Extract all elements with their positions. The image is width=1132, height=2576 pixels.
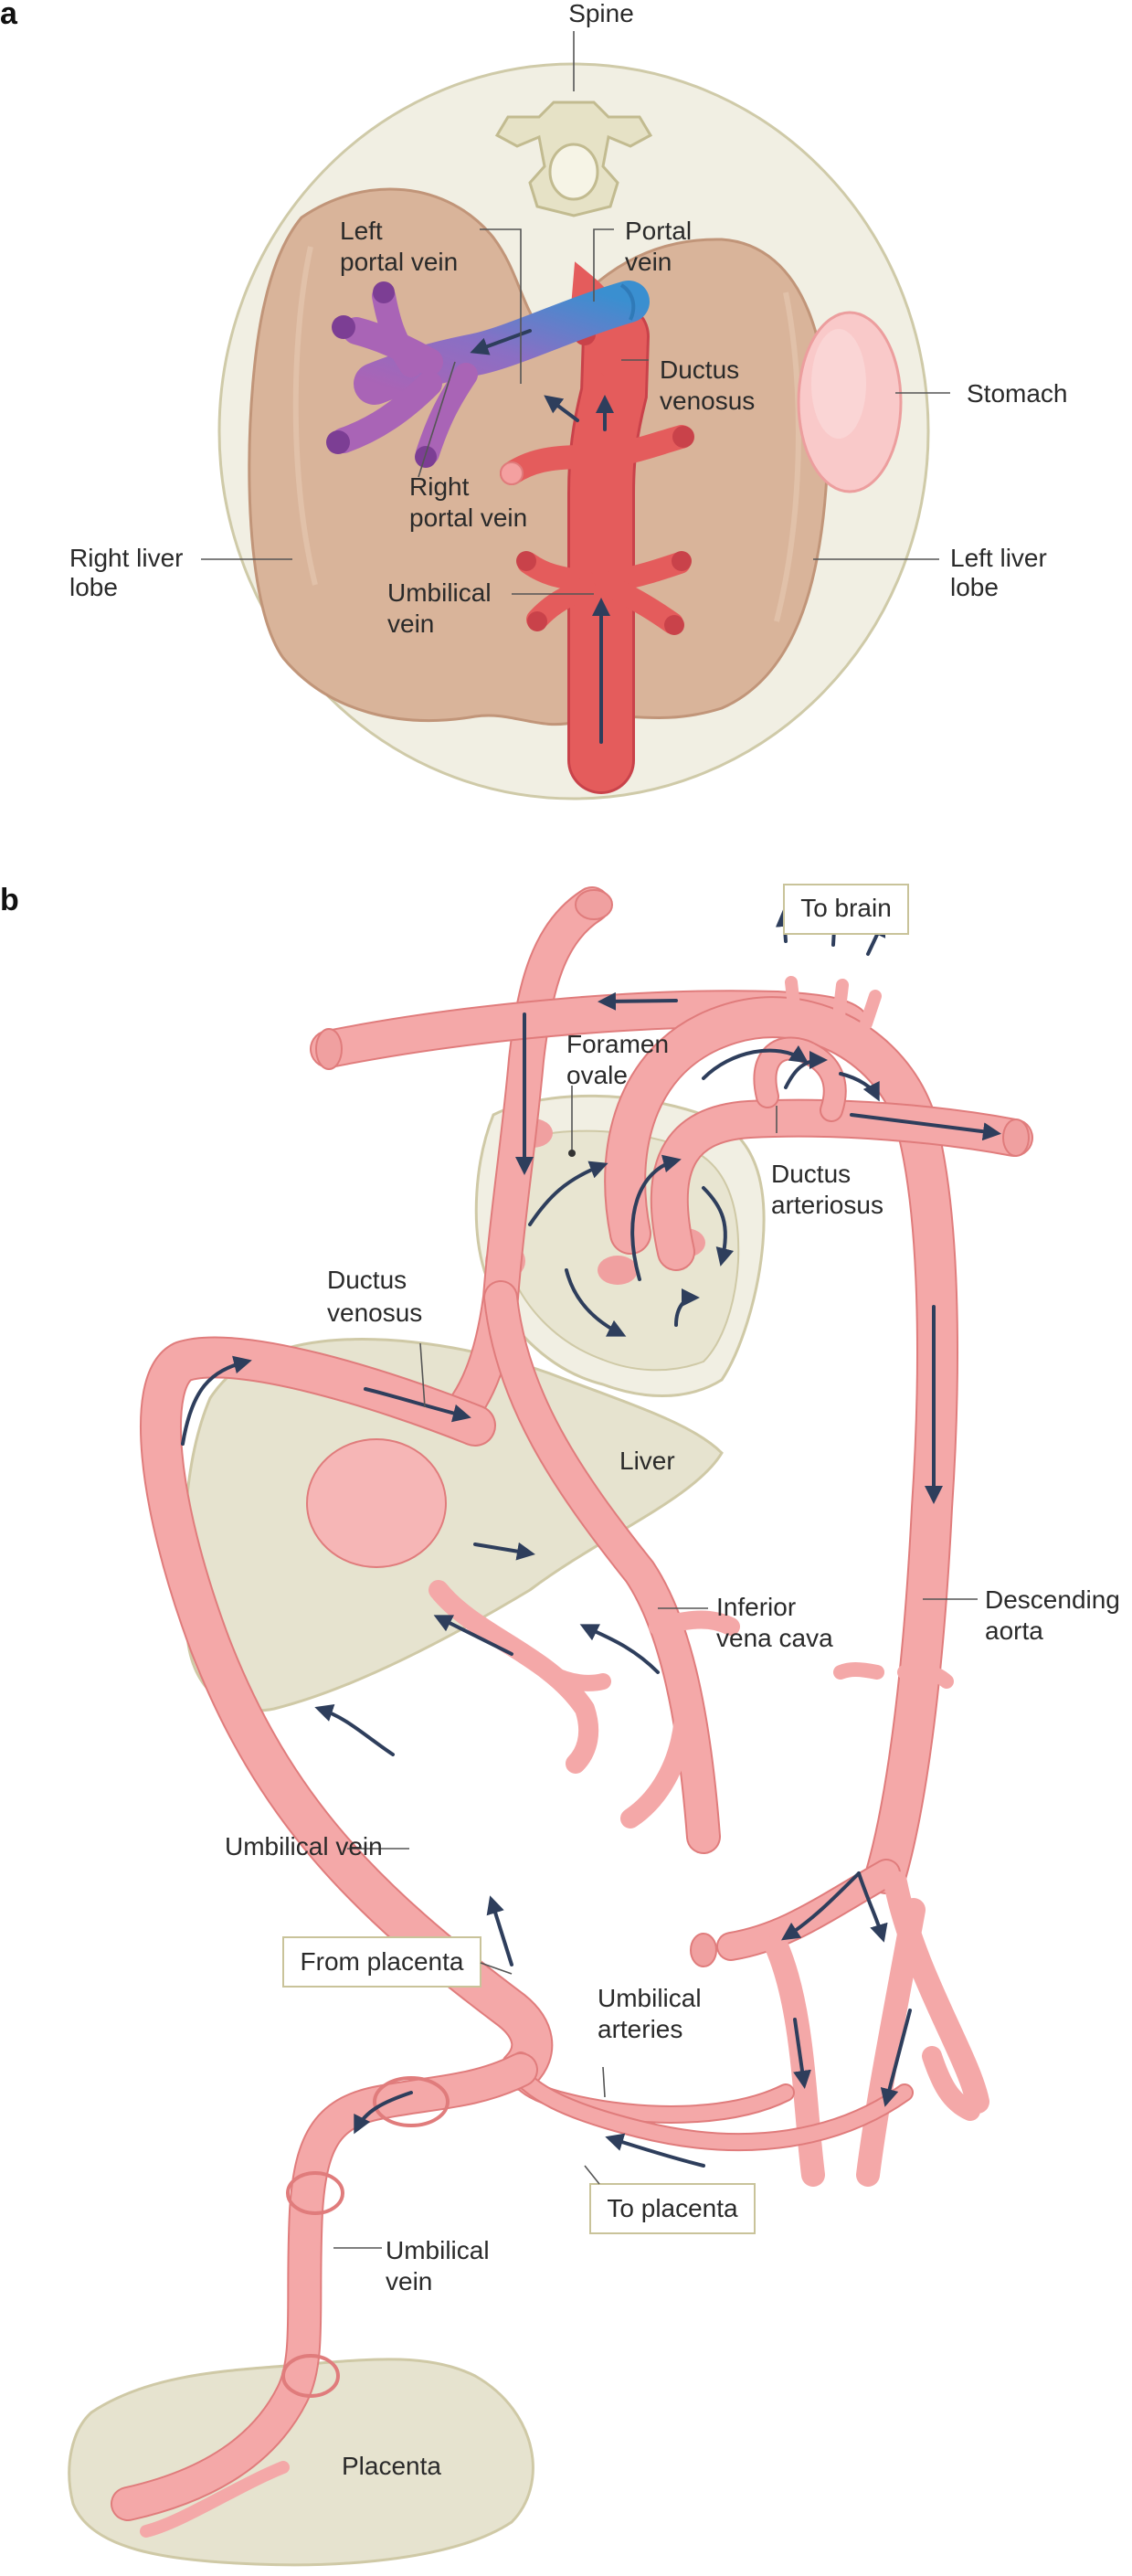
- label-right-liver-lobe-1: Right liver: [69, 544, 183, 572]
- label-left-portal-vein-1: Left: [340, 217, 383, 245]
- label-umbilical-vein-lower-1: Umbilical: [386, 2236, 490, 2264]
- label-inferior-vena-cava-2: vena cava: [716, 1624, 833, 1652]
- leaders-a: [201, 31, 950, 595]
- label-left-liver-lobe-2: lobe: [950, 573, 999, 601]
- panel-a-letter: a: [0, 0, 18, 31]
- label-ductus-arteriosus-1: Ductus: [771, 1160, 851, 1188]
- label-ductus-venosus-a-1: Ductus: [660, 355, 739, 384]
- label-right-portal-vein-1: Right: [409, 472, 470, 501]
- from-placenta-box: [282, 1936, 481, 1988]
- leaders-b: [333, 1086, 978, 2249]
- label-ductus-venosus-a-2: venosus: [660, 387, 755, 415]
- label-from-placenta: From placenta: [301, 1947, 464, 1976]
- label-left-liver-lobe-1: Left liver: [950, 544, 1047, 572]
- label-spine: Spine: [568, 0, 634, 27]
- label-foramen-ovale-1: Foramen: [566, 1030, 669, 1058]
- label-descending-aorta-1: Descending: [985, 1585, 1120, 1614]
- label-foramen-ovale-2: ovale: [566, 1061, 628, 1089]
- to-brain-box: [783, 884, 909, 935]
- portal-vein-a: [326, 281, 650, 468]
- label-stomach: Stomach: [967, 379, 1068, 408]
- label-umbilical-arteries-2: arteries: [598, 2015, 682, 2043]
- spine-vertebra: [494, 101, 653, 217]
- panel-b-letter: b: [0, 883, 19, 917]
- to-placenta-box: [589, 2183, 756, 2234]
- label-inferior-vena-cava-1: Inferior: [716, 1593, 796, 1621]
- label-placenta: Placenta: [342, 2452, 441, 2480]
- label-umbilical-arteries-1: Umbilical: [598, 1984, 702, 2012]
- label-portal-vein-1: Portal: [625, 217, 692, 245]
- label-ductus-venosus-b-2: venosus: [327, 1299, 422, 1327]
- label-umbilical-vein-upper: Umbilical vein: [225, 1832, 383, 1860]
- label-umbilical-vein-lower-2: vein: [386, 2267, 432, 2295]
- label-right-portal-vein-2: portal vein: [409, 504, 527, 532]
- stomach-organ: [797, 311, 903, 493]
- label-descending-aorta-2: aorta: [985, 1617, 1043, 1645]
- label-portal-vein-2: vein: [625, 248, 672, 276]
- label-left-portal-vein-2: portal vein: [340, 248, 458, 276]
- label-to-brain: To brain: [800, 894, 892, 922]
- label-ductus-venosus-b-1: Ductus: [327, 1266, 407, 1294]
- label-umbilical-vein-a-1: Umbilical: [387, 578, 492, 607]
- label-liver: Liver: [619, 1447, 675, 1475]
- label-right-liver-lobe-2: lobe: [69, 573, 118, 601]
- label-ductus-arteriosus-2: arteriosus: [771, 1191, 883, 1219]
- label-umbilical-vein-a-2: vein: [387, 610, 434, 638]
- label-to-placenta: To placenta: [607, 2194, 738, 2222]
- panel-b: b: [0, 883, 1120, 2567]
- panel-a: a: [0, 0, 1068, 800]
